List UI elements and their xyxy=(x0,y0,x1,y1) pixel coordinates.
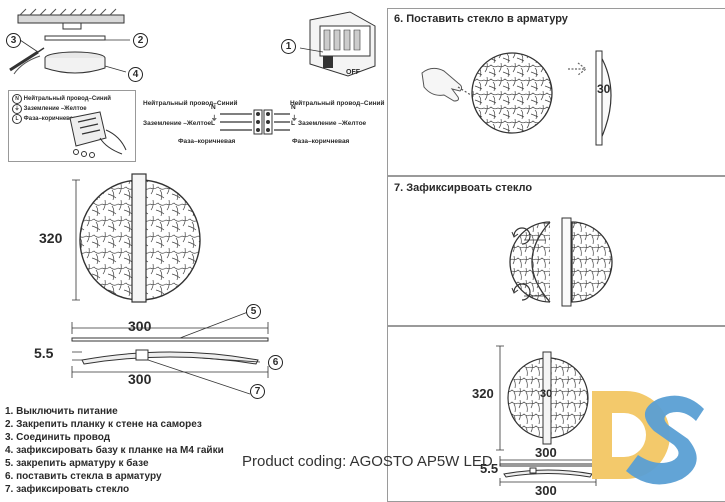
callout-6: 6 xyxy=(268,355,283,370)
wire-right-ground: Заземление –Желтое xyxy=(298,120,367,127)
wire-left-phase: Фаза–коричневая xyxy=(178,138,236,145)
panel-7-title: 7. Зафиксирвоать стекло xyxy=(394,182,533,194)
panel-step-6 xyxy=(387,8,725,176)
legend-ground-symbol: ⏚ xyxy=(12,104,22,114)
panel-step-7 xyxy=(387,176,725,326)
callout-3: 3 xyxy=(6,33,21,48)
lamp-front-view xyxy=(72,173,201,303)
legend-phase: L Фаза–коричневая xyxy=(12,114,77,124)
wire-left-ground: Заземление –Желтое xyxy=(143,120,212,127)
panel-6-label: 30 xyxy=(597,82,611,96)
wall-mount-assembly xyxy=(9,8,130,75)
terminal-n-left: N xyxy=(211,104,216,111)
terminal-g-right: ⏚ xyxy=(291,115,298,122)
step-7: 7. зафиксировать стекло xyxy=(5,484,130,495)
dim-height-front: 320 xyxy=(39,230,63,246)
dim-depth: 5.5 xyxy=(34,345,54,361)
wiring-legend-box xyxy=(8,90,136,162)
panel-8-width-top: 300 xyxy=(535,445,557,460)
step-1: 1. Выключить питание xyxy=(5,406,118,417)
terminal-g-left: ⏚ xyxy=(211,115,218,122)
panel-8-label: 30 xyxy=(540,388,553,400)
panel-7-illustration xyxy=(509,217,613,307)
terminal-l-left: L xyxy=(211,120,215,127)
power-switch-off xyxy=(299,11,376,77)
callout-2: 2 xyxy=(133,33,148,48)
lamp-side-view xyxy=(71,311,269,395)
callout-5: 5 xyxy=(246,304,261,319)
callout-4: 4 xyxy=(128,67,143,82)
wire-left-neutral: Нейтральный провод–Синий xyxy=(143,100,238,107)
step-5: 5. закрепить арматуру к базе xyxy=(5,458,149,469)
panel-6-title: 6. Поставить стекло в арматуру xyxy=(394,13,568,25)
panel-8-illustration xyxy=(496,345,597,486)
switch-off-label: OFF xyxy=(346,69,360,76)
dim-width-front: 300 xyxy=(128,318,152,334)
wire-right-phase: Фаза–коричневая xyxy=(292,138,350,145)
terminal-l-right: L xyxy=(291,120,295,127)
legend-phase-symbol: L xyxy=(12,114,22,124)
step-6: 6. поставить стекла в арматуру xyxy=(5,471,162,482)
terminal-block-sketch xyxy=(69,111,127,158)
legend-ground: ⏚ Заземление –Желтое xyxy=(12,104,87,114)
panel-8-height: 320 xyxy=(472,386,494,401)
wire-right-neutral: Нейтральный провод–Синий xyxy=(290,100,385,107)
ds-logo xyxy=(592,391,704,485)
legend-neutral-symbol: N xyxy=(12,94,22,104)
terminal-connector xyxy=(220,109,290,135)
step-3: 3. Соединить провод xyxy=(5,432,111,443)
step-4: 4. зафиксировать базу к планке на M4 гай… xyxy=(5,445,224,456)
dim-width-side: 300 xyxy=(128,371,152,387)
legend-neutral: N Нейтральный провод–Синий xyxy=(12,94,111,104)
step-2: 2. Закрепить планку к стене на саморез xyxy=(5,419,202,430)
panel-8-width-bottom: 300 xyxy=(535,483,557,498)
panel-8-depth: 5.5 xyxy=(480,461,499,476)
legend-ground-text: Заземление –Желтое xyxy=(23,106,87,112)
callout-1: 1 xyxy=(281,39,296,54)
callout-7: 7 xyxy=(250,384,265,399)
terminal-n-right: N xyxy=(291,104,296,111)
legend-phase-text: Фаза–коричневая xyxy=(23,116,77,122)
legend-neutral-text: Нейтральный провод–Синий xyxy=(23,96,111,102)
panel-6-illustration xyxy=(421,50,612,146)
product-coding-footer: Product coding: AGOSTO AP5W LED xyxy=(242,453,493,470)
